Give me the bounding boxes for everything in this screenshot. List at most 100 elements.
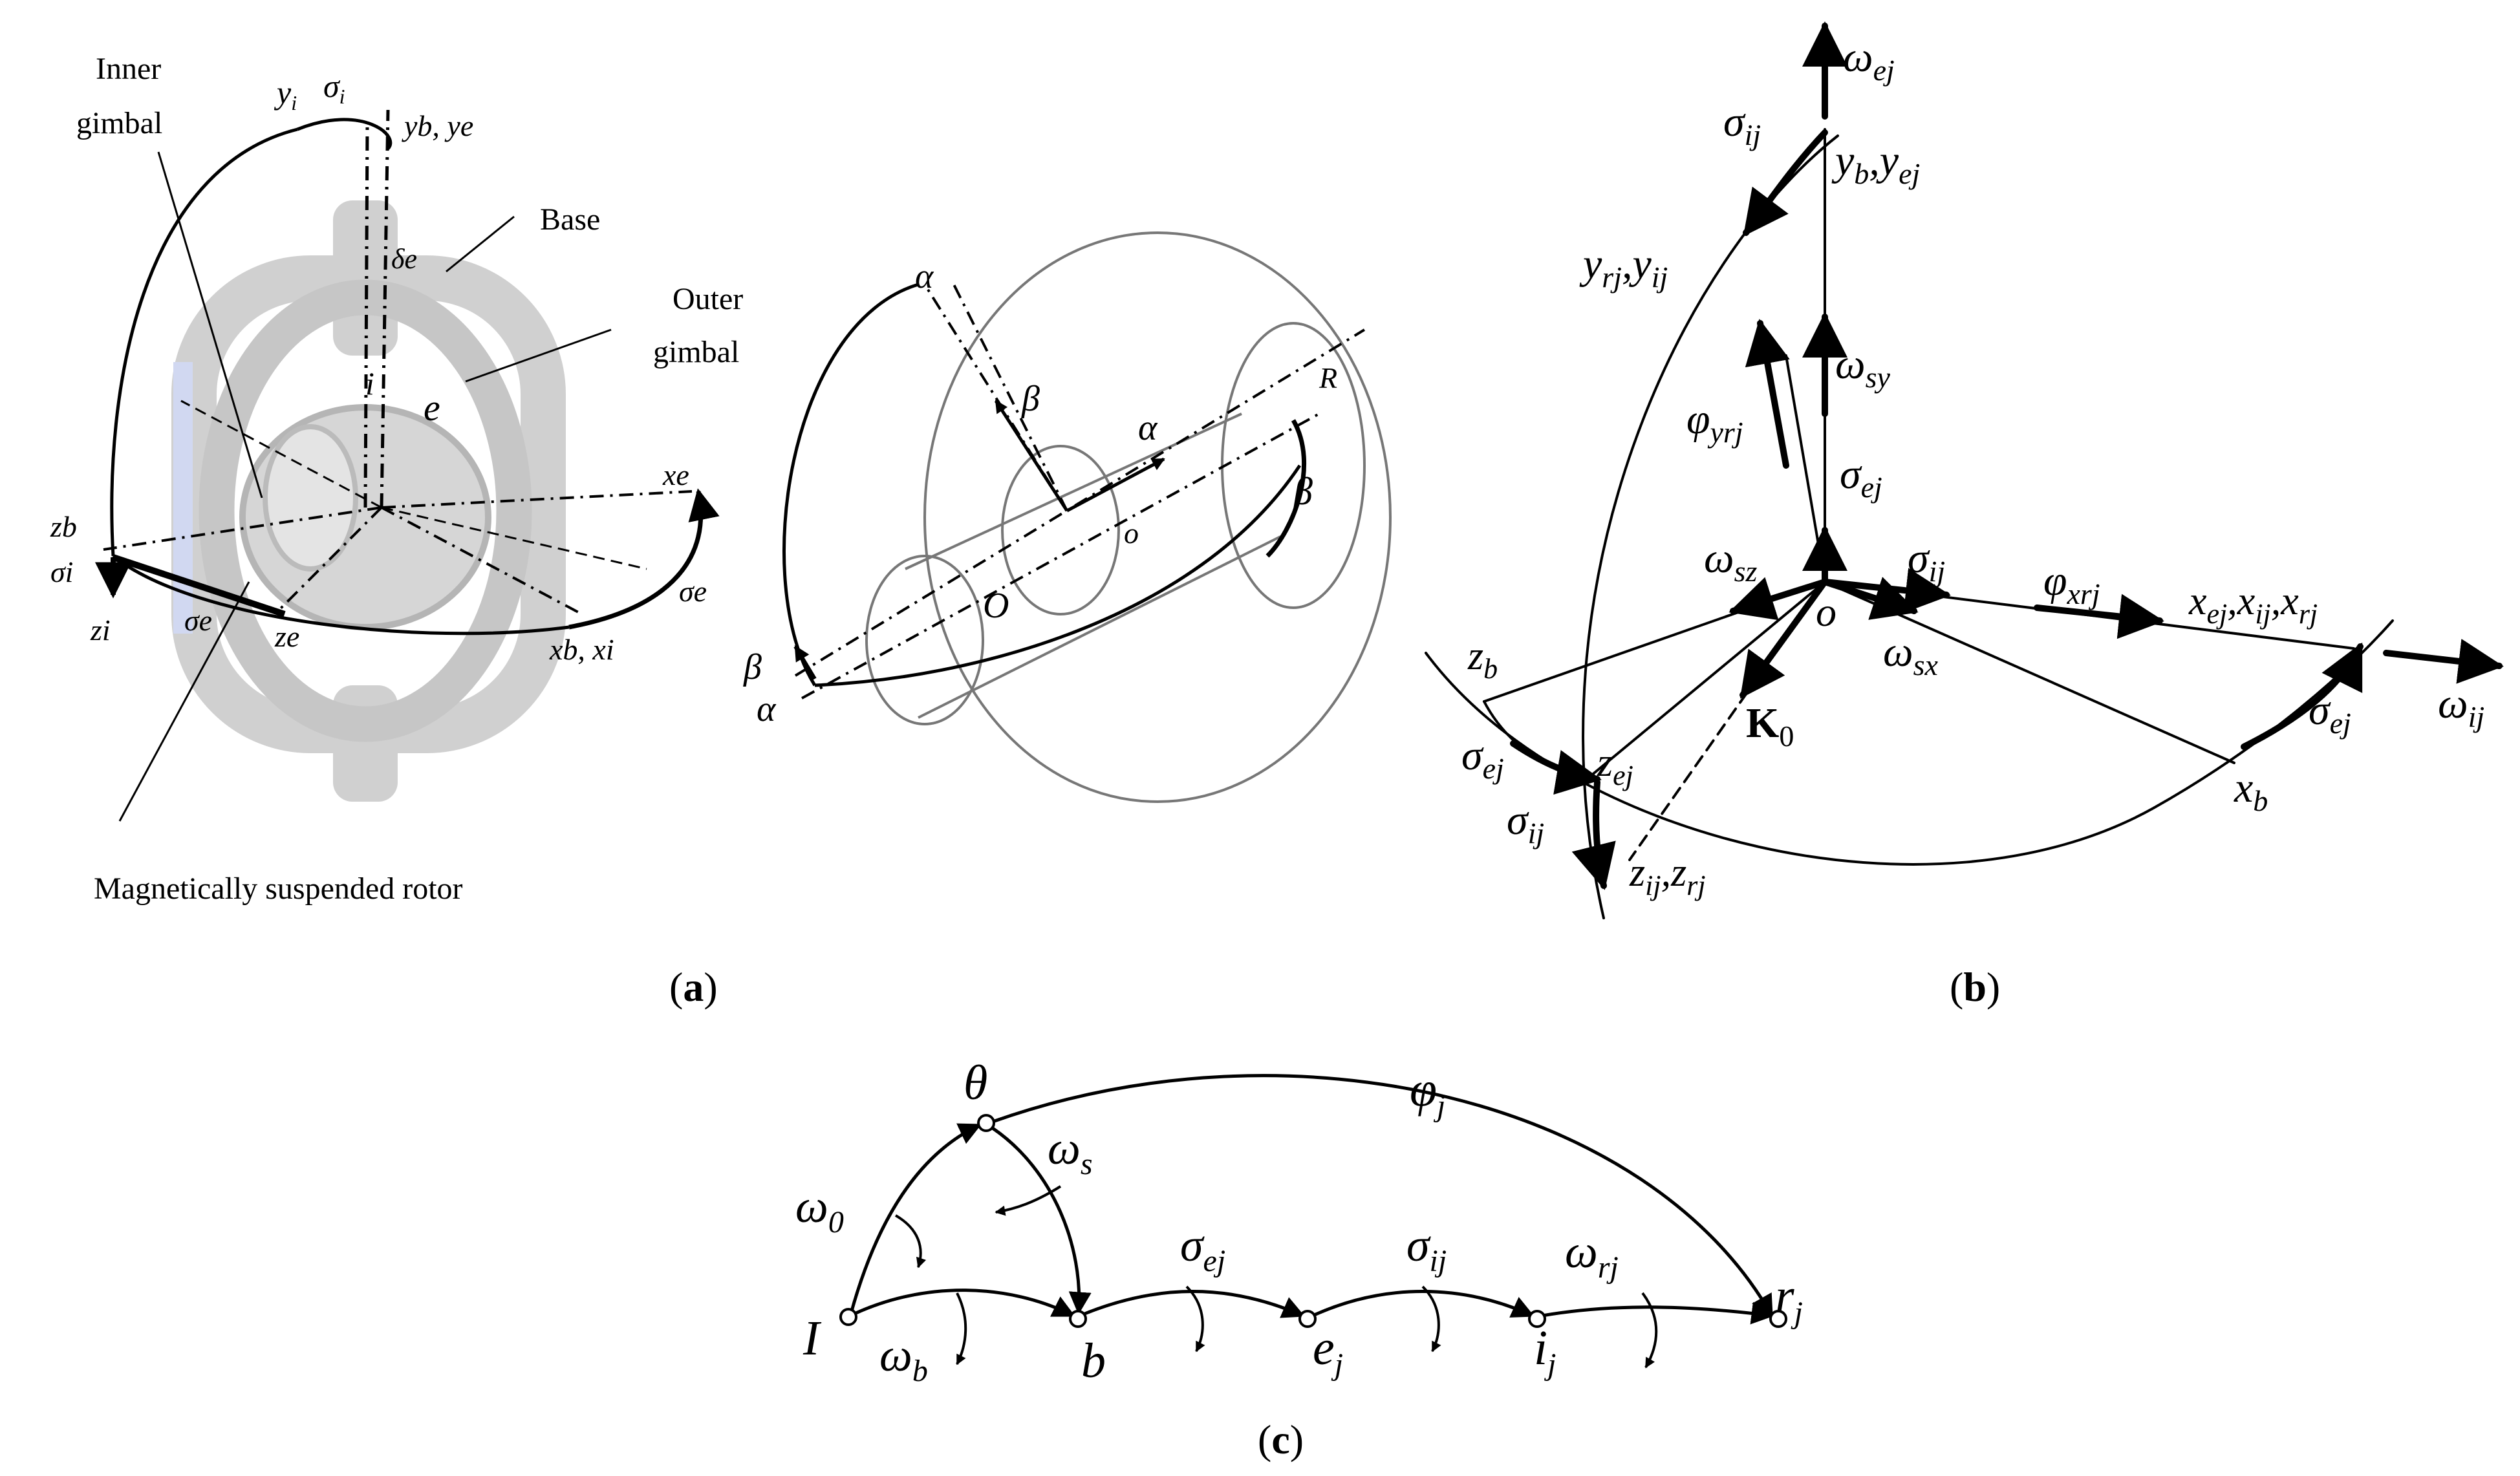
label-zij-zrj: zij,zrj [1629, 851, 1706, 901]
label-omega-ij: ωij [2438, 680, 2484, 733]
label-xb: xb [2234, 764, 2268, 817]
caption-b: (b) [1950, 964, 2000, 1010]
rotor-dash-up2 [953, 284, 1068, 511]
rotor-small-ellipse [1221, 322, 1366, 609]
rotor-arc-alpha [782, 283, 919, 687]
label-sigma-ej-dot: σej [1840, 451, 1882, 504]
label-b: b [1081, 1334, 1106, 1388]
leader-outer-gimbal [465, 328, 612, 383]
label-ij: ij [1534, 1321, 1556, 1382]
rot-omega-b [956, 1292, 967, 1365]
axis-diag-up [180, 400, 382, 509]
rotor-label-R: R [1319, 361, 1337, 394]
sigma-ij-top-arc [1743, 129, 1828, 237]
node-ej [1298, 1310, 1317, 1328]
label-zej: zej [1597, 741, 1633, 791]
label-omega-sy: ωsy [1835, 341, 1891, 394]
label-sigma-e-right: σe [679, 575, 707, 608]
label-xb-xi: xb, xi [549, 633, 614, 666]
arc-theta-b [991, 1126, 1092, 1315]
vector-omega-sx [1822, 577, 1919, 620]
arc-ij-rj [1542, 1301, 1774, 1325]
axis-yij [1785, 354, 1826, 583]
panel-a: Inner gimbal Base Outer gimbal Magnetica… [50, 52, 1392, 1010]
axis-zb [103, 506, 382, 551]
rotor-sketch: α β α β R o O β α [743, 231, 1392, 803]
arc-b-ej [1079, 1290, 1306, 1318]
node-I [839, 1308, 857, 1326]
axis-zij-dashed [1628, 581, 1826, 861]
vector-phi-xrj [2034, 594, 2164, 639]
rot-omega-0 [895, 1214, 927, 1268]
label-xej-xij-xrj: xej,xij,xrj [2188, 579, 2318, 630]
label-sigma-ej: σej [1180, 1219, 1225, 1278]
axis-yi [380, 109, 390, 508]
node-b [1069, 1310, 1087, 1328]
vector-phi-yrj [1745, 319, 1790, 469]
label-phi-j: φj [1410, 1062, 1445, 1123]
label-ej: ej [1313, 1321, 1343, 1382]
rotor-label-beta-vec: β [1021, 379, 1040, 419]
vector-omega-sz [1728, 577, 1828, 621]
rotor-label-beta-left: β [743, 647, 762, 687]
axis-yb [363, 122, 369, 508]
label-sigma-ej-right: σej [2309, 687, 2351, 740]
label-yi: yi [274, 74, 297, 114]
label-e: e [424, 387, 440, 429]
gimbal-assembly [171, 200, 566, 802]
label-I: I [802, 1311, 822, 1365]
base-label: Base [540, 202, 600, 237]
rot-omega-s [995, 1185, 1062, 1216]
rotor-left-cylinder [865, 555, 984, 725]
rotor-large-ellipse [923, 231, 1392, 803]
rotor-label-o: o [1124, 517, 1139, 550]
axis-xe [381, 490, 693, 509]
label-yrj-yij: yrj,yij [1579, 241, 1668, 294]
vector-K0 [1739, 579, 1828, 699]
label-K0: K0 [1746, 700, 1794, 753]
arc-xe-sigma-e [568, 488, 720, 630]
rotor-label-alpha-top: α [915, 257, 934, 295]
axis-diag-right [381, 506, 647, 570]
label-omega-rj: ωrj [1565, 1226, 1619, 1285]
node-ij [1528, 1310, 1546, 1328]
rotor-mid-ellipse [1001, 445, 1120, 615]
inner-gimbal-label-2: gimbal [76, 106, 162, 140]
label-ze: ze [274, 620, 299, 653]
label-omega-b: ωb [879, 1329, 928, 1388]
rotor-label: Magnetically suspended rotor [94, 872, 463, 906]
sigma-ej-right-arc [2241, 642, 2364, 750]
label-delta: δe [391, 243, 417, 275]
outer-gimbal-label-1: Outer [673, 282, 743, 316]
rotor-hub [263, 424, 358, 572]
label-yb-yej: yb,yej [1831, 137, 1920, 190]
rot-sigma-ej [1185, 1285, 1205, 1353]
label-zi: zi [90, 614, 111, 647]
rotor-body-top [905, 412, 1242, 570]
label-i: i [365, 365, 374, 401]
label-yb-ye: yb, ye [402, 109, 473, 142]
label-omega-sx: ωsx [1883, 628, 1939, 681]
sigma-ij-bottom-arc [1571, 779, 1616, 890]
label-o: o [1816, 589, 1836, 635]
label-zb: zb [50, 510, 77, 543]
arc-ej-ij [1311, 1290, 1535, 1318]
leader-rotor [118, 581, 250, 822]
axis-zej [1589, 581, 1826, 777]
panel-b: ωej σij yb,yej yrj,yij φyrj ωsy σej ωsz … [1425, 21, 2504, 1010]
arc-top-right [297, 118, 393, 150]
label-omega-ej: ωej [1843, 34, 1895, 87]
node-theta [977, 1114, 995, 1132]
label-sigma-i-left: σi [50, 555, 73, 588]
label-omega-sz: ωsz [1704, 535, 1758, 588]
label-sigma-ij: σij [1406, 1219, 1447, 1278]
axis-xb [381, 506, 583, 615]
vector-beta [994, 400, 1069, 512]
label-sigma-ej-left: σej [1461, 732, 1504, 785]
label-phi-xrj: φxrj [2043, 557, 2100, 610]
leader-base [446, 215, 515, 273]
vector-zb-ze [112, 554, 286, 617]
vector-omega-ij [2383, 639, 2504, 684]
label-xe: xe [662, 458, 689, 491]
rot-sigma-ij [1421, 1285, 1441, 1353]
